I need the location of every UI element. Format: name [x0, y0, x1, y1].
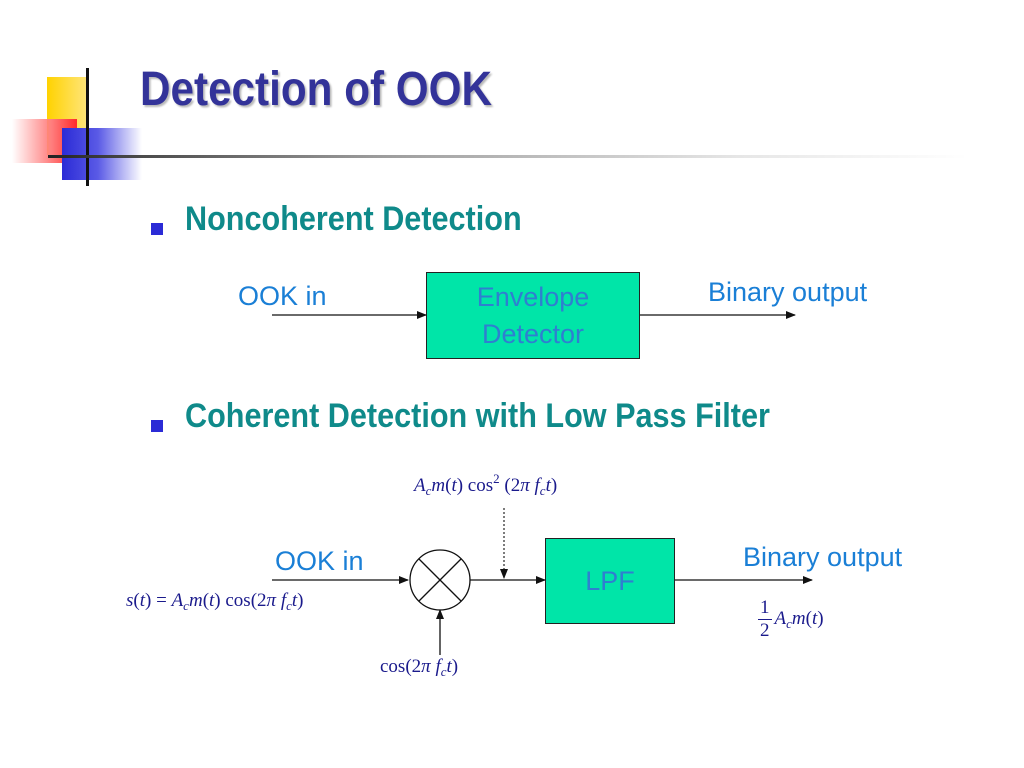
noncoherent-input-label: OOK in [238, 281, 327, 311]
title-decoration-blue-bar [62, 128, 142, 180]
signal-expression: s(t) = Acm(t) cos(2π fct) [126, 590, 304, 613]
title-decoration-vertical-line [86, 68, 89, 186]
output-expression: 1 2 Acm(t) [758, 597, 824, 641]
product-expression: Acm(t) cos2 (2π fct) [414, 471, 558, 498]
envelope-detector-box: Envelope Detector [426, 272, 640, 359]
title-underline [48, 155, 968, 158]
slide-title: Detection of OOK [140, 63, 493, 116]
bullet-icon [151, 223, 163, 235]
noncoherent-output-label: Binary output [708, 277, 868, 307]
envelope-detector-line2: Detector [481, 318, 585, 349]
coherent-output-label: Binary output [743, 542, 903, 572]
heading-noncoherent: Noncoherent Detection [185, 200, 522, 238]
coherent-input-label: OOK in [275, 546, 364, 576]
heading-coherent: Coherent Detection with Low Pass Filter [185, 397, 770, 435]
lpf-label: LPF [585, 565, 635, 596]
lpf-box: LPF [545, 538, 675, 624]
carrier-expression: cos(2π fct) [380, 656, 459, 679]
multiplier-icon [409, 549, 471, 611]
bullet-icon [151, 420, 163, 432]
envelope-detector-line1: Envelope [476, 282, 590, 313]
